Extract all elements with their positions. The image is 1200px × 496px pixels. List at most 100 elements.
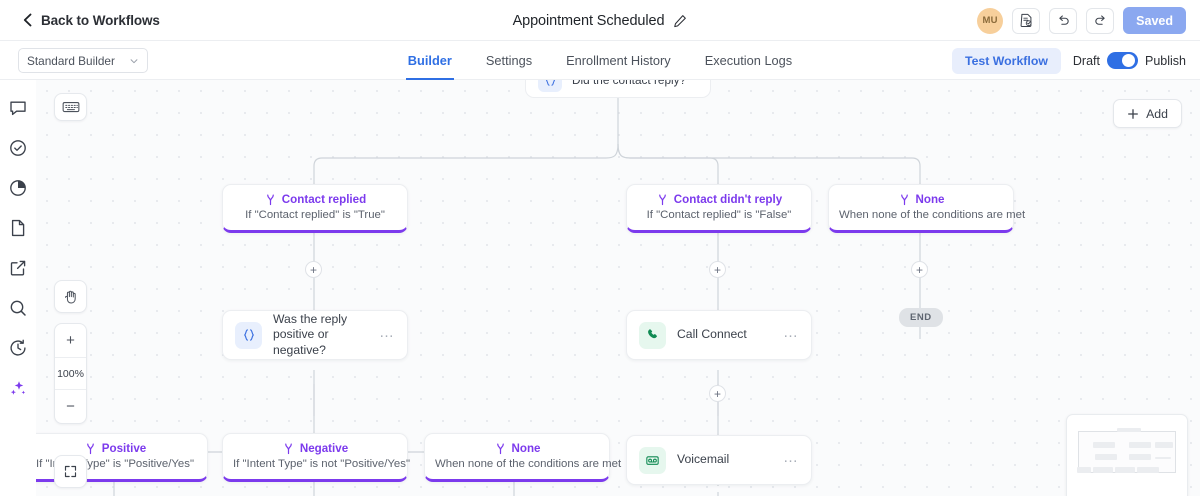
save-button[interactable]: Saved [1123, 7, 1186, 34]
branch-fork-icon [658, 194, 666, 206]
node-label: Voicemail [677, 452, 730, 467]
draft-label: Draft [1072, 53, 1100, 68]
back-to-workflows-label: Back to Workflows [41, 12, 160, 28]
history-clock-icon[interactable] [8, 338, 28, 358]
file-icon[interactable] [8, 218, 28, 238]
add-node-label: Add [1146, 106, 1168, 121]
fit-to-screen-button[interactable] [54, 455, 87, 488]
pie-chart-icon[interactable] [8, 178, 28, 198]
node-icon-badge [639, 321, 666, 349]
search-icon[interactable] [8, 298, 28, 318]
keyboard-icon [62, 102, 79, 113]
branch-title: Contact didn't reply [673, 193, 783, 206]
top-bar: Back to Workflows Appointment Scheduled … [0, 0, 1200, 41]
tab-bar: Builder Settings Enrollment History Exec… [0, 41, 1200, 80]
back-to-workflows-button[interactable]: Back to Workflows [22, 13, 160, 28]
node-icon-badge [639, 446, 666, 474]
zoom-in-button[interactable]: + [66, 332, 75, 349]
connector-edges [113, 98, 921, 496]
node-icon-badge [235, 321, 262, 349]
branch-subtitle: When none of the conditions are met [435, 458, 622, 470]
node-label: Call Connect [677, 327, 747, 342]
test-workflow-button[interactable]: Test Workflow [952, 47, 1061, 74]
branch-node-none-row3[interactable]: None When none of the conditions are met [424, 433, 622, 482]
minimap-node [1095, 454, 1117, 460]
keyboard-shortcuts-button[interactable] [54, 93, 87, 121]
fit-to-screen-icon [64, 465, 77, 478]
publish-toggle[interactable] [1107, 52, 1138, 69]
branch-fork-icon [86, 443, 94, 455]
branch-head: Negative [233, 442, 397, 455]
branch-title: Positive [101, 442, 147, 455]
node-icon-badge [538, 80, 562, 92]
chevron-down-icon [130, 58, 138, 63]
minimap-node [1137, 467, 1159, 473]
tab-settings[interactable]: Settings [485, 53, 533, 68]
action-node-reply-sentiment[interactable]: Was the reply positive or negative? … [222, 310, 408, 360]
add-step-button-4[interactable]: + [709, 385, 726, 402]
check-circle-icon[interactable] [8, 138, 28, 158]
branch-node-contact-replied[interactable]: Contact replied If "Contact replied" is … [222, 184, 408, 233]
node-menu-button[interactable]: … [783, 449, 799, 466]
branch-node-negative[interactable]: Negative If "Intent Type" is not "Positi… [222, 433, 410, 482]
add-step-button-1[interactable]: + [305, 261, 322, 278]
minimap-node [1077, 467, 1091, 473]
branch-node-none-row1[interactable]: None When none of the conditions are met [828, 184, 1025, 233]
branch-head: None [435, 442, 599, 455]
end-badge: END [899, 308, 943, 327]
minimap-viewport [1077, 428, 1176, 473]
minimap-node [1117, 428, 1141, 432]
pencil-icon[interactable] [673, 14, 687, 28]
zoom-controls: + 100% − [54, 323, 87, 424]
node-label: Was the reply positive or negative? [273, 312, 348, 357]
code-braces-icon [545, 80, 555, 86]
tab-builder[interactable]: Builder [405, 41, 454, 80]
minimap-node [1115, 467, 1135, 473]
workflow-canvas[interactable]: Did the contact reply? Contact replied I… [36, 80, 1200, 496]
tab-execution-logs[interactable]: Execution Logs [704, 53, 793, 68]
action-node-call-connect[interactable]: Call Connect … [626, 310, 812, 360]
zoom-level-label: 100% [55, 357, 86, 390]
document-check-icon [1020, 13, 1032, 27]
left-rail [0, 80, 36, 496]
add-node-button[interactable]: Add [1113, 99, 1182, 128]
tab-enrollment-history[interactable]: Enrollment History [566, 53, 671, 68]
top-bar-actions: MU Saved [977, 0, 1186, 41]
branch-head: Contact replied [233, 193, 397, 206]
branch-head: Positive [36, 442, 197, 455]
phone-icon [647, 329, 657, 339]
redo-button[interactable] [1086, 7, 1115, 34]
comment-icon[interactable] [8, 98, 28, 118]
undo-arrow-icon [1058, 15, 1069, 25]
branch-title: None [511, 442, 541, 455]
node-label: Did the contact reply? [572, 80, 686, 87]
add-step-button-3[interactable]: + [911, 261, 928, 278]
node-menu-button[interactable]: … [379, 324, 395, 341]
branch-fork-icon [496, 443, 504, 455]
node-did-contact-reply[interactable]: Did the contact reply? [525, 80, 711, 98]
toggle-knob [1122, 54, 1135, 67]
hand-pan-icon [64, 290, 76, 303]
minimap-panel[interactable] [1066, 414, 1188, 496]
branch-title: None [915, 193, 945, 206]
add-step-button-2[interactable]: + [709, 261, 726, 278]
sub-bar-actions: Test Workflow Draft Publish [952, 41, 1186, 80]
branch-head: None [839, 193, 1003, 206]
avatar[interactable]: MU [977, 7, 1004, 34]
plus-icon [1128, 108, 1139, 119]
document-check-button[interactable] [1012, 7, 1041, 34]
minimap-node [1155, 442, 1173, 448]
action-node-voicemail[interactable]: Voicemail … [626, 435, 812, 485]
builder-mode-select[interactable]: Standard Builder [18, 48, 148, 73]
chevron-left-icon [23, 13, 32, 27]
sparkles-ai-icon[interactable] [8, 378, 28, 398]
branch-fork-icon [284, 443, 292, 455]
undo-button[interactable] [1049, 7, 1078, 34]
zoom-out-button[interactable]: − [66, 398, 75, 415]
canvas-inner: Did the contact reply? Contact replied I… [36, 80, 1200, 496]
branch-node-contact-didnt-reply[interactable]: Contact didn't reply If "Contact replied… [626, 184, 812, 233]
pan-tool-button[interactable] [54, 280, 87, 313]
node-menu-button[interactable]: … [783, 324, 799, 341]
external-link-icon[interactable] [8, 258, 28, 278]
minimap-node [1129, 442, 1151, 448]
